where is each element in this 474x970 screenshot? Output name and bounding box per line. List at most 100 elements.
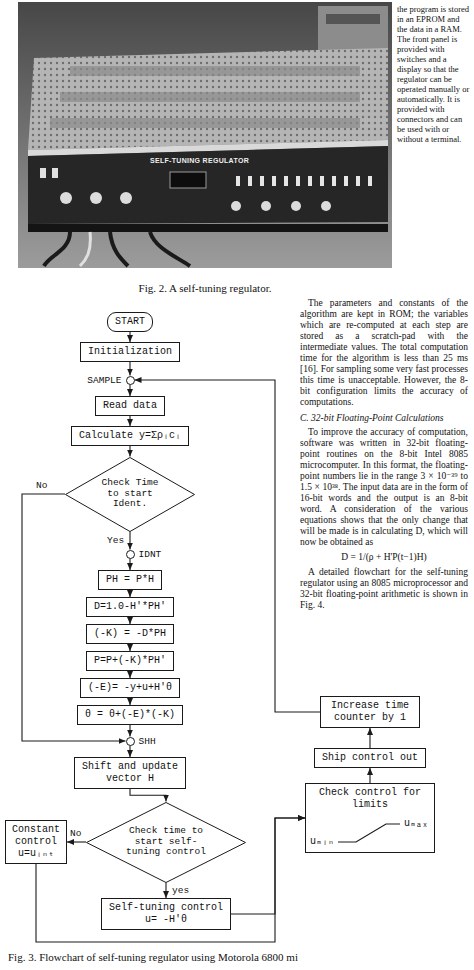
section-heading: C. 32-bit Floating-Point Calculations bbox=[300, 413, 468, 424]
flow-connector bbox=[22, 494, 126, 741]
node-text: Shift and update vector H bbox=[81, 761, 179, 785]
flow-connector bbox=[129, 644, 130, 651]
node-text: Check Time to start Ident. bbox=[98, 478, 162, 509]
node-text: u= -H'θ bbox=[108, 914, 224, 926]
diamond-outline bbox=[87, 802, 246, 882]
equation: D = 1/(ρ + H'P(t−1)H) bbox=[300, 552, 468, 563]
flow-connector bbox=[129, 332, 130, 342]
process-box: (-K) = -D*PH bbox=[86, 624, 174, 644]
flow-connector bbox=[129, 725, 130, 737]
panel-switch bbox=[332, 176, 336, 186]
panel-switch bbox=[284, 176, 288, 186]
flow-connector bbox=[129, 362, 130, 376]
process-box: θ = θ+(-E)*(-K) bbox=[77, 705, 183, 725]
panel-switch bbox=[320, 176, 324, 186]
cable bbox=[150, 232, 190, 266]
connector-group bbox=[22, 332, 370, 942]
flow-connector bbox=[129, 416, 130, 426]
body-text: the program is stored in an EPROM and th… bbox=[397, 4, 471, 144]
junction-label: IDNT bbox=[139, 549, 162, 560]
cable bbox=[110, 232, 128, 266]
process-box: PH = P*H bbox=[98, 570, 162, 590]
flow-connector bbox=[165, 883, 166, 899]
node-text: (-E)= -y+u+H'θ bbox=[87, 682, 173, 694]
edge-label: yes bbox=[171, 885, 190, 896]
limit-label: uₘᵢₙ bbox=[310, 836, 334, 848]
node-text: Initialization bbox=[87, 346, 173, 358]
node-text: Calculate y=Σρᵢcᵢ bbox=[78, 430, 182, 442]
node-text: Increase time counter by 1 bbox=[327, 700, 413, 724]
flow-connector bbox=[67, 841, 86, 842]
junction-label: SAMPLE bbox=[87, 375, 121, 386]
flow-connector bbox=[231, 818, 305, 914]
flow-connector bbox=[129, 385, 130, 397]
display-window bbox=[170, 172, 206, 188]
limit-label: uₘₐₓ bbox=[404, 818, 428, 830]
edge-label: No bbox=[69, 828, 82, 839]
panel-switch bbox=[308, 176, 312, 186]
node-text: START bbox=[114, 316, 146, 328]
saturation-curve bbox=[338, 824, 400, 842]
node-text: P=P+(-K)*PH' bbox=[93, 655, 167, 667]
limit-check-box: Check control for limits uₘᵢₙ uₘₐₓ bbox=[305, 783, 435, 853]
process-box: D=1.0-H'*PH' bbox=[86, 597, 174, 617]
panel-knob bbox=[60, 192, 72, 204]
body-text: A detailed flowchart for the self-tuning… bbox=[300, 567, 468, 611]
flow-connector bbox=[129, 746, 130, 758]
node-text: Constant control bbox=[12, 824, 60, 848]
circuit-card bbox=[70, 66, 360, 76]
front-panel bbox=[28, 146, 388, 224]
panel-switch bbox=[368, 176, 372, 186]
photo-ground bbox=[18, 2, 392, 268]
process-box: Read data bbox=[95, 396, 165, 416]
node-text: Check control for limits bbox=[311, 787, 429, 811]
saturation-graph bbox=[338, 824, 400, 842]
process-box: Constant controlu=uᵢₙₜ bbox=[5, 820, 67, 864]
panel-knob bbox=[90, 192, 102, 204]
decision-diamond: Check Time to start Ident. bbox=[65, 457, 195, 532]
node-text: Ship control out bbox=[321, 752, 419, 764]
process-box: Calculate y=Σρᵢcᵢ bbox=[71, 426, 189, 446]
panel-switch bbox=[248, 176, 252, 186]
panel-switch bbox=[296, 176, 300, 186]
flow-connector bbox=[129, 590, 130, 597]
flow-connector bbox=[129, 446, 130, 457]
edge-label: No bbox=[35, 480, 48, 491]
junction-circle: SAMPLE bbox=[126, 376, 135, 385]
flow-connector bbox=[129, 559, 130, 571]
chassis-base bbox=[28, 224, 388, 232]
node-text: u=uᵢₙₜ bbox=[12, 848, 60, 860]
process-box: (-E)= -y+u+H'θ bbox=[80, 678, 180, 698]
node-text: Read data bbox=[102, 400, 158, 412]
regulator-photo bbox=[18, 2, 392, 268]
flow-connector bbox=[129, 532, 130, 550]
junction-label: SHH bbox=[139, 736, 156, 747]
flow-connector bbox=[130, 789, 166, 802]
panel-switch bbox=[356, 176, 360, 186]
process-box: Ship control out bbox=[314, 748, 426, 768]
panel-knob bbox=[321, 201, 331, 211]
panel-switch bbox=[260, 176, 264, 186]
process-box: Self-tuning controlu= -H'θ bbox=[101, 898, 231, 930]
panel-knob bbox=[231, 201, 241, 211]
node-text: θ = θ+(-E)*(-K) bbox=[84, 709, 176, 721]
panel-knob bbox=[261, 201, 271, 211]
flow-connector bbox=[129, 617, 130, 624]
terminal-box: START bbox=[107, 312, 153, 332]
toggle-switch bbox=[40, 168, 46, 178]
process-box: P=P+(-K)*PH' bbox=[86, 651, 174, 671]
panel-label: SELF-TUNING REGULATOR bbox=[150, 156, 249, 165]
panel-switch bbox=[344, 176, 348, 186]
cable bbox=[80, 232, 90, 266]
process-box: Increase time counter by 1 bbox=[320, 696, 420, 728]
node-text: PH = P*H bbox=[105, 574, 155, 586]
process-box: Initialization bbox=[80, 342, 180, 362]
node-text: D=1.0-H'*PH' bbox=[93, 601, 167, 613]
flow-connector bbox=[129, 698, 130, 705]
body-text: To improve the accuracy of computation, … bbox=[300, 427, 468, 548]
panel-switch bbox=[272, 176, 276, 186]
edge-label: Yes bbox=[106, 535, 125, 546]
circuit-card bbox=[60, 92, 360, 102]
node-text: (-K) = -D*PH bbox=[93, 628, 167, 640]
